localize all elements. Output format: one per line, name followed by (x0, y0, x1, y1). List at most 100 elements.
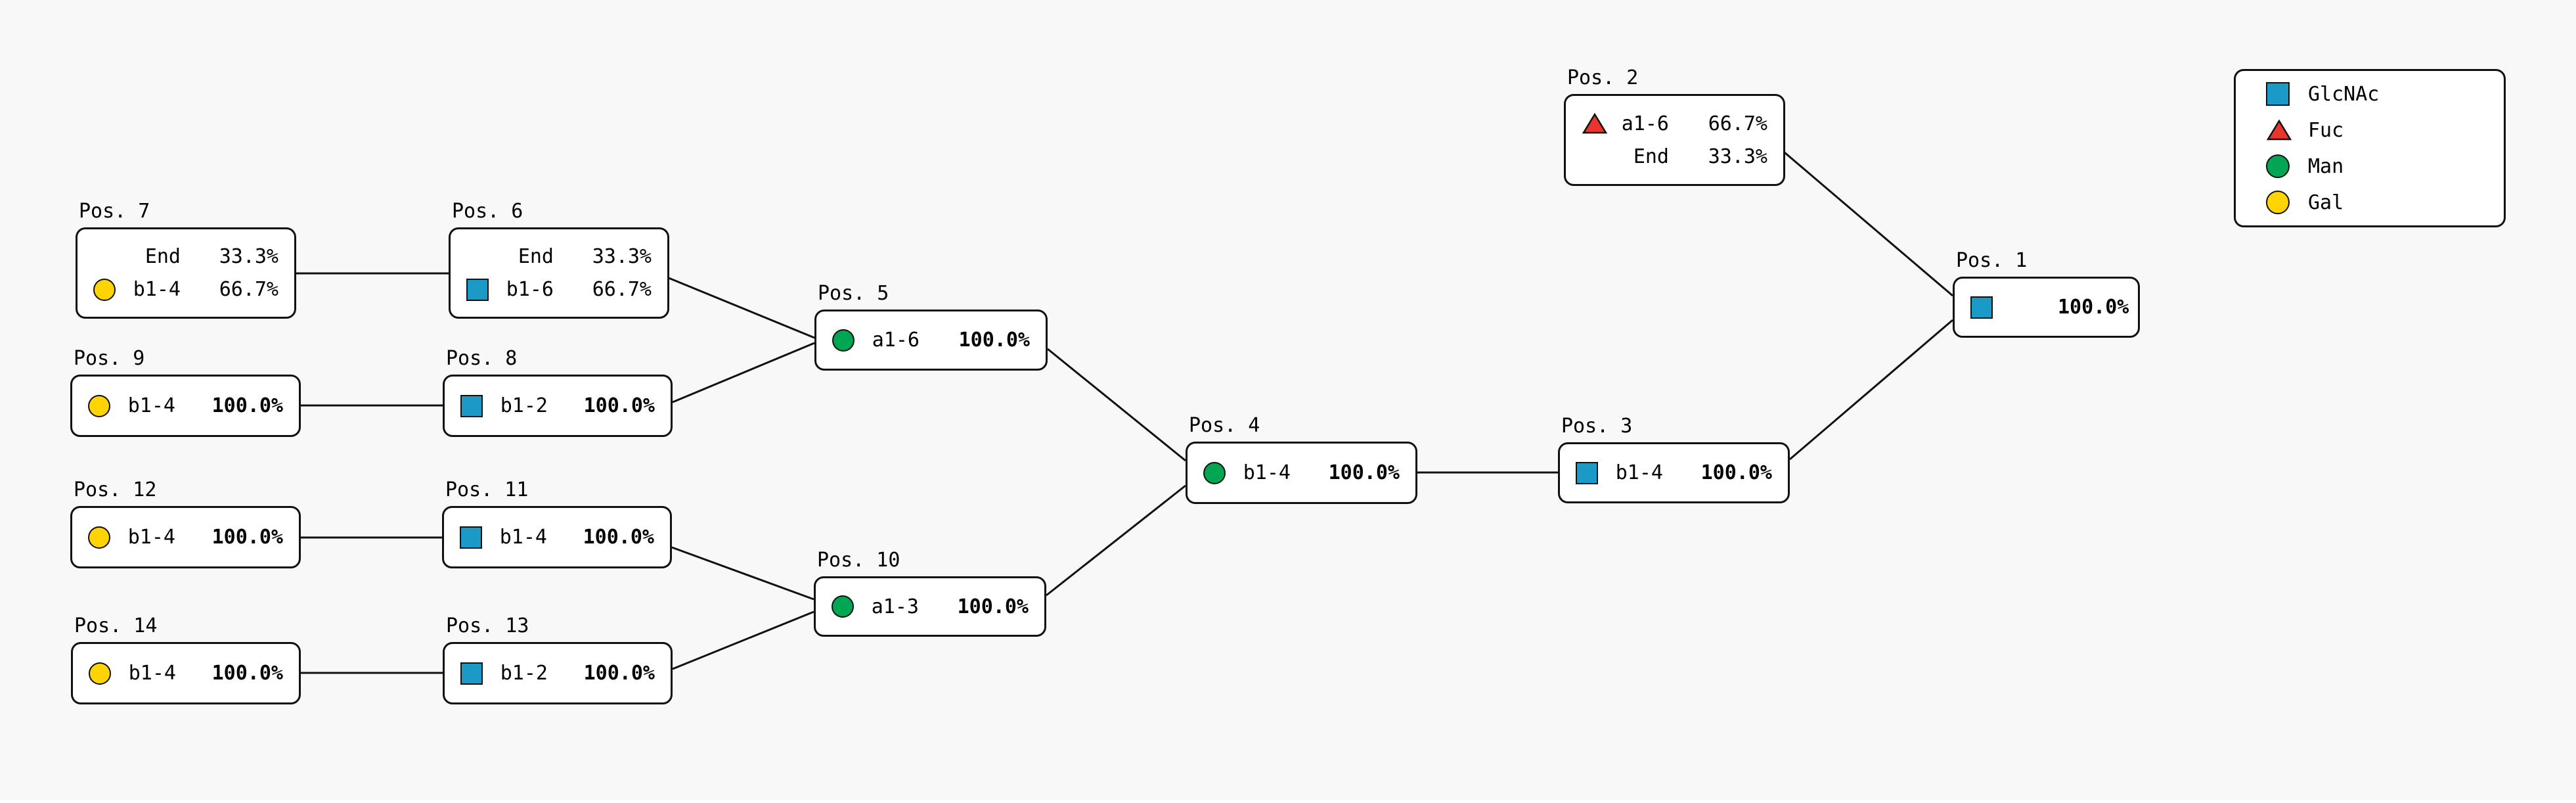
glcnac-square-icon (460, 662, 483, 685)
edge-pos5-pos4 (1047, 348, 1186, 462)
glcnac-square-icon (466, 278, 489, 301)
node-pos-8: Pos. 8 b1-2 100.0% (443, 347, 673, 437)
node-row: b1-4 100.0% (1560, 457, 1788, 490)
man-circle-icon (2266, 154, 2290, 178)
node-title: Pos. 8 (446, 347, 518, 370)
linkage-label: b1-4 (128, 662, 176, 685)
node-row: b1-4 100.0% (1188, 457, 1415, 490)
node-row: b1-4 100.0% (73, 657, 299, 690)
node-title: Pos. 2 (1567, 66, 1639, 89)
percentage-label: 100.0% (1700, 461, 1772, 484)
icon-cell (2236, 119, 2308, 141)
legend-label: Fuc (2308, 118, 2344, 142)
icon-cell (451, 241, 493, 273)
icon-cell (1188, 457, 1230, 490)
percentage-label: 100.0% (583, 662, 655, 685)
node-row: a1-3 100.0% (816, 590, 1044, 623)
node-title: Pos. 1 (1956, 249, 2028, 272)
node-row: b1-2 100.0% (445, 390, 671, 423)
icon-cell (2236, 82, 2308, 106)
linkage-label: End (1633, 145, 1669, 168)
linkage-label: b1-4 (1243, 461, 1291, 484)
fuc-triangle-icon (2266, 119, 2292, 141)
node-row: b1-4 100.0% (72, 521, 299, 554)
percentage-label: 100.0% (211, 662, 283, 685)
node-pos-10: Pos. 10 a1-3 100.0% (814, 549, 1046, 637)
percentage-label: 33.3% (592, 245, 652, 268)
edge-pos8-pos5 (672, 342, 815, 403)
fuc-triangle-icon (1582, 112, 1608, 134)
man-circle-icon (832, 595, 854, 618)
node-pos-1: Pos. 1 100.0% (1953, 249, 2140, 338)
linkage-label: a1-6 (872, 329, 920, 352)
edge-pos11-pos10 (671, 546, 814, 601)
linkage-label: b1-4 (127, 526, 175, 549)
legend-row: Gal (2236, 185, 2504, 221)
icon-cell (445, 657, 487, 690)
edge-pos2-pos1 (1784, 151, 1953, 297)
icon-cell (2236, 191, 2308, 214)
percentage-label: 100.0% (211, 526, 283, 549)
icon-cell (2236, 154, 2308, 178)
icon-cell (1560, 457, 1602, 490)
node-title: Pos. 11 (445, 478, 529, 501)
node-pos-6: Pos. 6 End 33.3% b1-6 66.7% (449, 200, 669, 319)
gal-circle-icon (88, 394, 110, 417)
node-row: End 33.3% (1566, 140, 1783, 173)
icon-cell (451, 273, 493, 306)
fuc-triangle-shape (2266, 119, 2292, 141)
legend-row: GlcNAc (2236, 76, 2504, 112)
edge-pos3-pos1 (1789, 319, 1953, 461)
linkage-label: b1-4 (127, 394, 175, 417)
icon-cell (444, 521, 486, 554)
node-pos-12: Pos. 12 b1-4 100.0% (70, 478, 301, 568)
linkage-label: End (144, 245, 181, 268)
percentage-label: 100.0% (2058, 296, 2129, 319)
icon-cell (1566, 140, 1608, 173)
icon-cell (78, 273, 120, 306)
node-row: End 33.3% (78, 241, 294, 273)
icon-cell (73, 657, 115, 690)
glcnac-square-icon (460, 526, 482, 549)
icon-cell (78, 241, 120, 273)
icon-cell (1955, 291, 1997, 324)
percentage-label: 66.7% (219, 278, 278, 301)
node-row: b1-4 100.0% (444, 521, 670, 554)
node-pos-11: Pos. 11 b1-4 100.0% (442, 478, 672, 568)
linkage-label: a1-6 (1621, 112, 1669, 135)
gal-circle-icon (2266, 191, 2290, 214)
icon-cell (1566, 107, 1608, 140)
node-pos-4: Pos. 4 b1-4 100.0% (1186, 414, 1417, 504)
gal-circle-icon (89, 662, 111, 685)
legend-label: GlcNAc (2308, 82, 2380, 106)
man-circle-icon (1203, 461, 1226, 484)
node-title: Pos. 14 (74, 614, 158, 637)
node-pos-9: Pos. 9 b1-4 100.0% (70, 347, 301, 437)
node-title: Pos. 13 (446, 614, 529, 637)
node-row: b1-6 66.7% (451, 273, 667, 306)
fuc-triangle-shape (1582, 112, 1608, 134)
percentage-label: 100.0% (211, 394, 283, 417)
percentage-label: 100.0% (957, 595, 1029, 618)
node-pos-13: Pos. 13 b1-2 100.0% (443, 614, 673, 704)
glcnac-square-icon (1970, 296, 1993, 319)
node-row: End 33.3% (451, 241, 667, 273)
node-row: 100.0% (1955, 291, 2138, 324)
node-title: Pos. 5 (818, 282, 889, 305)
linkage-label: b1-4 (499, 526, 547, 549)
node-pos-2: Pos. 2 a1-6 66.7% End 33.3% (1564, 66, 1785, 186)
node-row: a1-6 66.7% (1566, 107, 1783, 140)
node-row: a1-6 100.0% (816, 324, 1046, 357)
node-row: b1-4 66.7% (78, 273, 294, 306)
icon-cell (816, 590, 858, 623)
node-title: Pos. 12 (74, 478, 157, 501)
glcnac-square-icon (1576, 461, 1598, 484)
icon-cell (72, 390, 114, 423)
gal-circle-icon (88, 526, 110, 549)
percentage-label: 66.7% (592, 278, 652, 301)
node-title: Pos. 9 (74, 347, 145, 370)
icon-cell (445, 390, 487, 423)
gal-circle-icon (93, 278, 116, 301)
